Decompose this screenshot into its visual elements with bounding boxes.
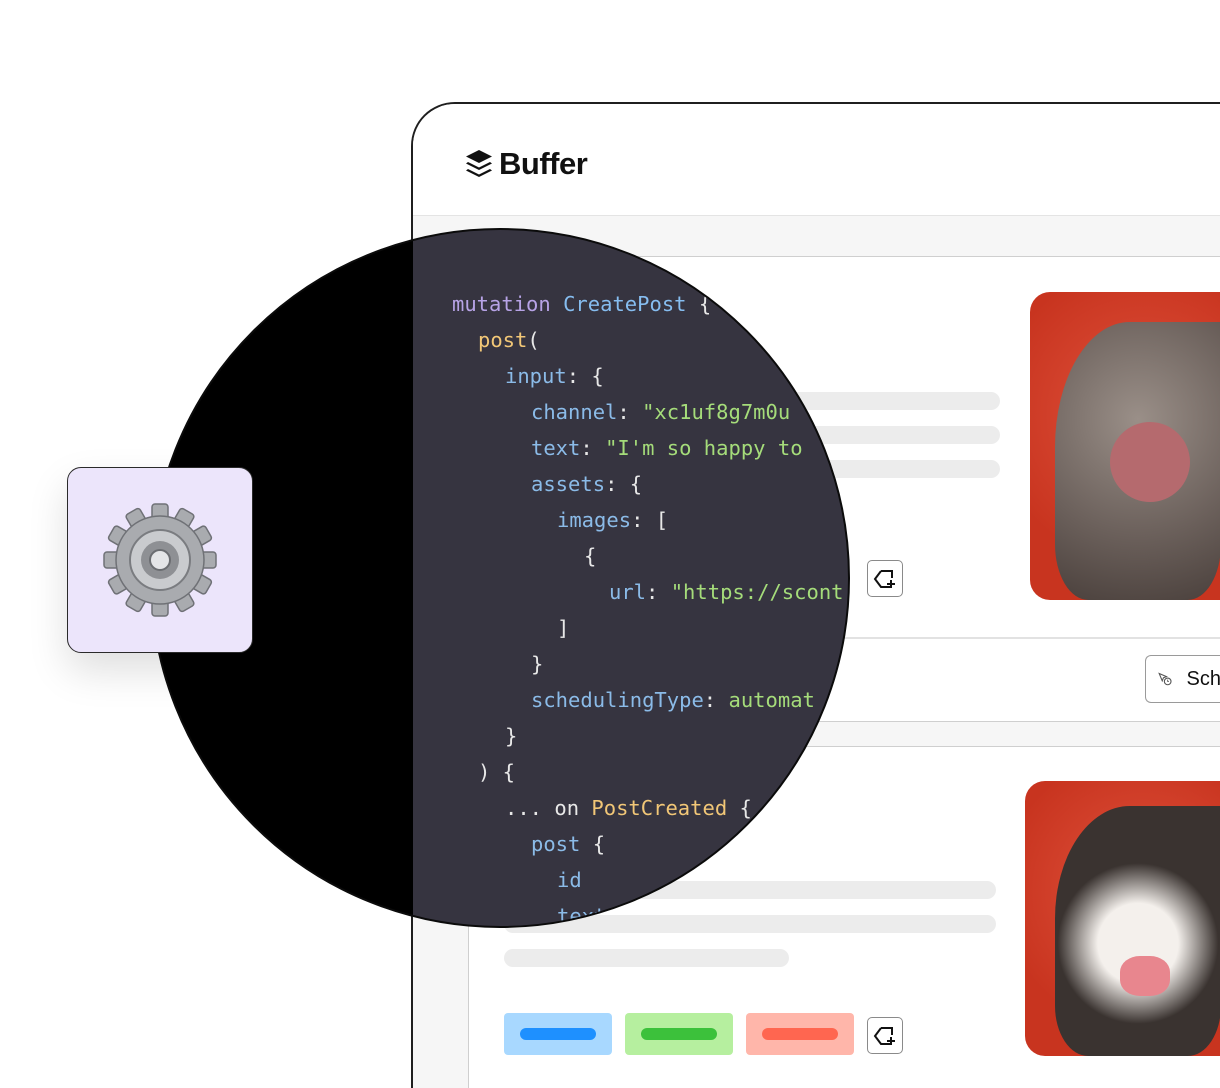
text-placeholder [504,949,789,967]
code-line: { [584,538,848,574]
tag-plus-icon [873,1026,895,1045]
buffer-layers-icon [466,150,492,177]
code-lens: mutation CreatePost {post(input: {channe… [150,228,850,928]
code-token: assets [531,472,606,496]
code-token: { [727,796,752,820]
code-token: channel [531,400,618,424]
code-token: images [557,508,632,532]
code-token: input [505,364,567,388]
app-header: Buffer [413,104,1220,216]
code-line: images: [ [557,502,841,538]
schedule-button[interactable]: Sch [1145,655,1220,703]
code-token: id [557,868,582,892]
code-line: mutation CreatePost { [452,286,736,322]
text-placeholder [504,915,996,933]
code-token: schedulingType [531,688,704,712]
code-token: } [505,724,518,748]
code-token: ( [527,328,540,352]
code-token: post [478,328,528,352]
code-token: : [646,580,671,604]
tag-plus-icon [873,569,895,588]
code-token: text [557,904,607,928]
code-line: ) { [478,754,762,790]
code-token: mutation [452,292,564,316]
code-token: ) { [478,760,516,784]
schedule-send-icon [1158,672,1172,686]
code-token: PostCreated [591,796,728,820]
code-token: } [531,652,544,676]
add-tag-button[interactable] [867,1017,903,1054]
code-token: : { [605,472,643,496]
code-line: } [505,718,789,754]
graphql-code: mutation CreatePost {post(input: {channe… [152,286,844,926]
buffer-logo[interactable]: Buffer [465,146,588,182]
code-line: } [531,646,815,682]
settings-card[interactable] [67,467,253,653]
code-line: assets: { [531,466,815,502]
code-line: ... on PostCreated { [505,790,789,826]
tag-chip-blue[interactable] [504,1013,612,1055]
code-token: CreatePost [563,292,687,316]
code-token: : [580,436,606,460]
code-token: text [531,436,581,460]
code-token: ] [557,616,570,640]
schedule-label: Sch [1186,667,1220,690]
code-line: post { [531,826,815,862]
code-token: url [609,580,647,604]
code-line: ] [557,610,841,646]
code-line: text: "I'm so happy to [531,430,815,466]
code-line: url: "https://scont [609,574,848,610]
code-token: automat [728,688,815,712]
code-token: { [580,832,606,856]
code-token: "https://scont [670,580,844,604]
code-token: "I'm so happy to [605,436,803,460]
code-line: post( [478,322,762,358]
code-line: channel: "xc1uf8g7m0u [531,394,815,430]
brand-name: Buffer [499,146,588,181]
code-line: id [557,862,841,898]
dog-photo-2 [1025,781,1220,1056]
code-line: schedulingType: automat [531,682,815,718]
gear-icon [103,503,217,617]
code-token: : [ [631,508,669,532]
code-token: : [703,688,729,712]
code-token: { [686,292,712,316]
code-token: : { [566,364,604,388]
code-token: { [584,544,597,568]
code-line: text [557,898,841,928]
code-line: input: { [505,358,789,394]
tag-chip-green[interactable] [625,1013,733,1055]
tag-chip-red[interactable] [746,1013,854,1055]
add-tag-button[interactable] [867,560,903,597]
code-token: ... on [505,796,592,820]
dog-photo-1 [1030,292,1220,600]
code-token: post [531,832,581,856]
code-token: "xc1uf8g7m0u [642,400,791,424]
code-token: : [617,400,643,424]
